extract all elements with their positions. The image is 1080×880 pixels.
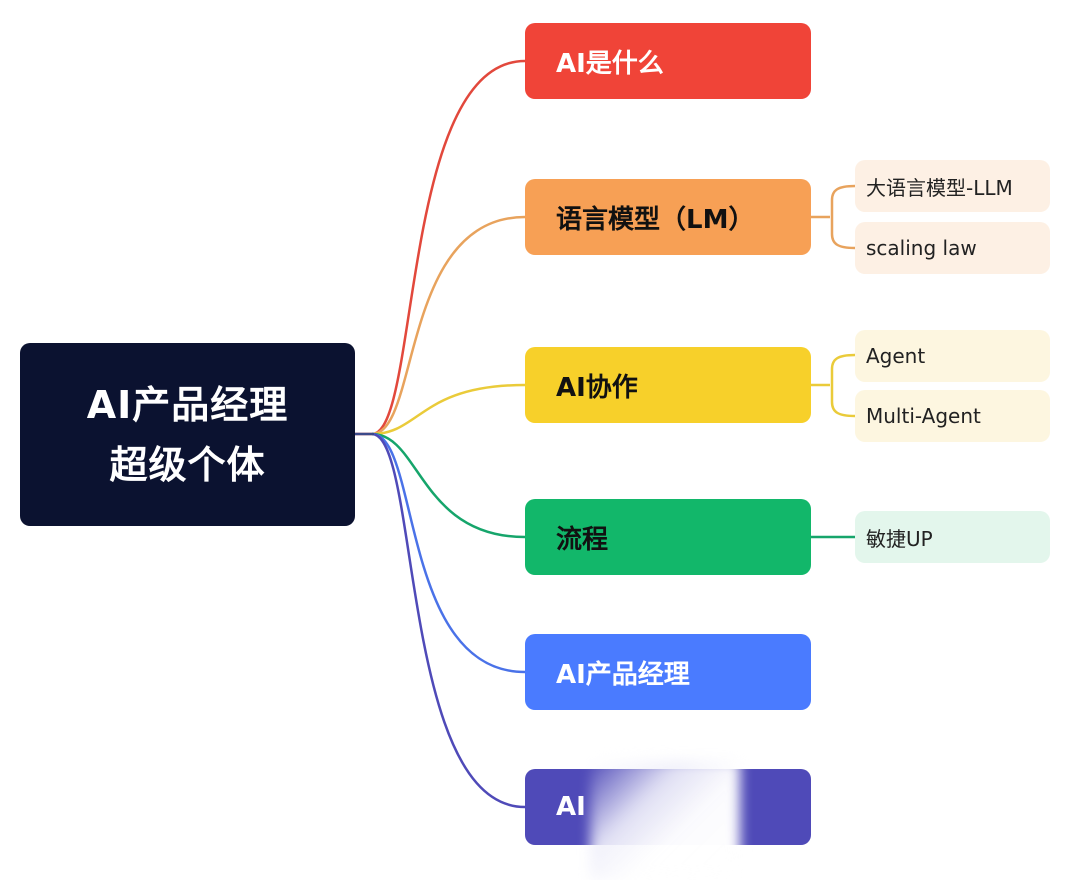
leaf-label: scaling law [866, 236, 977, 260]
connector-lm-leaves [811, 184, 856, 250]
branch-label: AI产品经理 [556, 659, 690, 690]
blur-overlay [590, 760, 740, 880]
connector-flow [371, 432, 526, 539]
branch-ai-what: AI是什么 [525, 23, 811, 99]
branch-ai-collab: AI协作 [525, 347, 811, 423]
branch-ai-pm: AI产品经理 [525, 634, 811, 710]
leaf-multi-agent: Multi-Agent [855, 390, 1050, 442]
branch-flow: 流程 [525, 499, 811, 575]
branch-label: AI协作 [556, 372, 638, 403]
root-title-line2: 超级个体 [109, 442, 266, 487]
leaf-llm: 大语言模型-LLM [855, 160, 1050, 212]
connector-ai-what [355, 59, 526, 436]
leaf-label: Multi-Agent [866, 404, 981, 428]
connector-lm [371, 215, 526, 436]
branch-language-model: 语言模型（LM） [525, 179, 811, 255]
connector-collab [371, 383, 526, 436]
root-title-line1: AI产品经理 [86, 382, 289, 427]
connector-ai-last [371, 432, 526, 809]
leaf-scaling-law: scaling law [855, 222, 1050, 274]
leaf-agent: Agent [855, 330, 1050, 382]
branch-label: 流程 [556, 524, 609, 555]
root-node: AI产品经理 超级个体 [20, 343, 355, 526]
leaf-label: 大语言模型-LLM [866, 175, 1013, 200]
leaf-label: 敏捷UP [866, 526, 933, 551]
branch-label: AI [556, 792, 586, 822]
leaf-label: Agent [866, 344, 926, 368]
branch-label: 语言模型（LM） [556, 204, 755, 235]
connector-collab-leaves [811, 353, 856, 418]
leaf-agile-up: 敏捷UP [855, 511, 1050, 563]
connector-pm [371, 432, 526, 674]
branch-label: AI是什么 [556, 48, 664, 79]
